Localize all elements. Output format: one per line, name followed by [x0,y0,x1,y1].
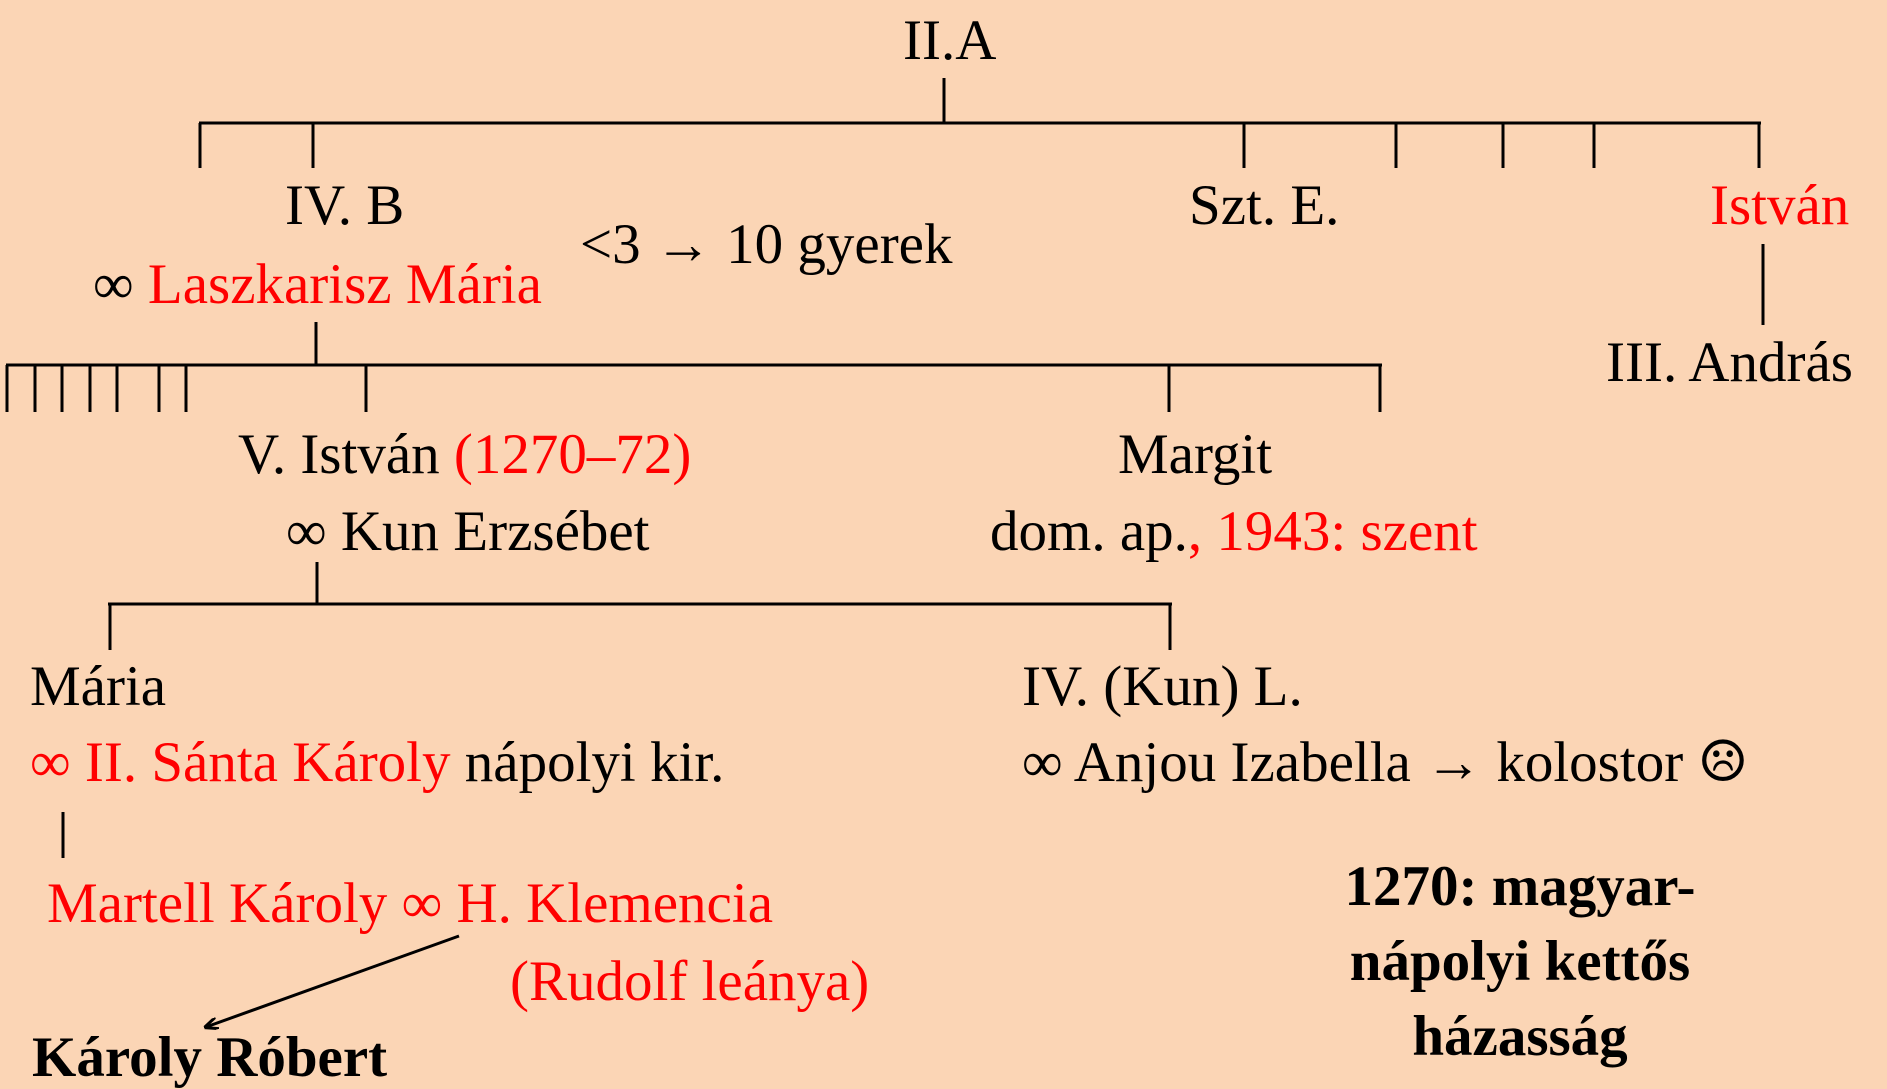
marriage-note-line-2: nápolyi kettős [1349,930,1691,994]
marriage-note-line-3: házasság [1412,1005,1628,1069]
maria-spouse-title: nápolyi kir. [464,731,725,794]
children-count-note: <3 → 10 gyerek [580,213,953,276]
margit-saint: , 1943: szent [1187,500,1478,563]
marriage-note-line-1: 1270: magyar- [1344,855,1696,918]
klemencia-note: (Rudolf leánya) [510,950,870,1013]
marriage-note: 1270: magyar- nápolyi kettős házasság [1300,849,1740,1075]
karoly-robert-name: Károly Róbert [32,1026,388,1089]
istvan-name: István [1710,174,1850,237]
maria-name: Mária [30,655,167,718]
root-name: II.A [903,9,997,72]
bela-name: IV. B [285,174,405,237]
bela-spouse-line: ∞ Laszkarisz Mária [93,256,542,313]
martell-name: Martell Károly [47,872,388,935]
istvan-v-spouse: ∞ Kun Erzsébet [286,500,650,563]
maria-spouse-line: ∞ II. Sánta Károly nápolyi kir. [30,734,724,791]
laszlo-spouse-line: ∞ Anjou Izabella → kolostor ☹ [1022,731,1749,794]
margit-name: Margit [1118,423,1273,486]
andras-name: III. András [1606,331,1853,394]
erzsebet-name: Szt. E. [1189,174,1340,237]
istvan-v-reign: (1270–72) [453,423,692,486]
margit-order: dom. ap. [990,500,1188,563]
istvan-v-line: V. István (1270–72) [238,426,691,483]
laszlo-name: IV. (Kun) L. [1022,655,1303,718]
marriage-symbol: ∞ [93,253,134,316]
martell-marriage-line: Martell Károly ∞ H. Klemencia [47,875,773,932]
bela-spouse-name: Laszkarisz Mária [147,253,542,316]
margit-note-line: dom. ap., 1943: szent [990,503,1478,560]
klemencia-name: H. Klemencia [456,872,773,935]
istvan-v-name: V. István [238,423,440,486]
maria-spouse-name: ∞ II. Sánta Károly [30,731,451,794]
marriage-symbol: ∞ [401,872,443,935]
